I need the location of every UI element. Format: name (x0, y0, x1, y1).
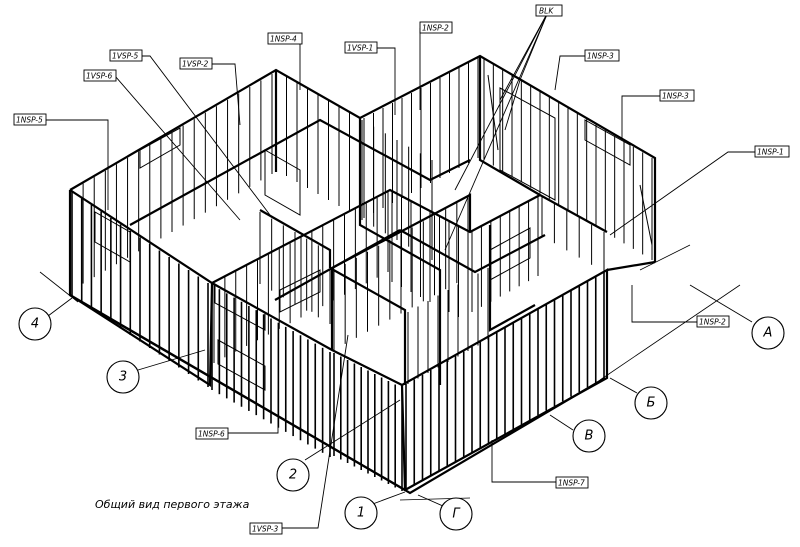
axis-3: 3 (106, 360, 140, 394)
axis-g: Г (439, 497, 473, 531)
tag-vsp-3: 1VSP-3 (249, 522, 283, 535)
svg-text:1: 1 (357, 506, 365, 521)
svg-text:3: 3 (119, 370, 127, 385)
tag-nsp-2-right: 1NSP-2 (696, 315, 730, 328)
tag-vsp-5: 1VSP-5 (109, 49, 143, 62)
axis-a: А (751, 316, 785, 350)
svg-text:1VSP-1: 1VSP-1 (347, 44, 373, 53)
axis-2: 2 (276, 458, 310, 492)
tag-nsp-5: 1NSP-5 (13, 113, 47, 126)
tag-nsp-7: 1NSP-7 (555, 476, 589, 489)
svg-text:BLK: BLK (539, 7, 554, 16)
svg-text:1NSP-6: 1NSP-6 (198, 430, 225, 439)
svg-text:1VSP-3: 1VSP-3 (252, 525, 278, 534)
svg-text:1NSP-1: 1NSP-1 (757, 148, 784, 157)
tag-nsp-4: 1NSP-4 (267, 32, 303, 45)
window-openings (94, 74, 653, 391)
svg-text:Г: Г (452, 507, 461, 522)
svg-text:1NSP-3: 1NSP-3 (587, 52, 614, 61)
tag-vsp-2: 1VSP-2 (179, 57, 213, 70)
svg-text:1NSP-7: 1NSP-7 (558, 479, 585, 488)
tag-nsp-2-top: 1NSP-2 (419, 21, 453, 34)
axis-1: 1 (344, 496, 378, 530)
svg-text:1NSP-5: 1NSP-5 (16, 116, 43, 125)
svg-text:2: 2 (289, 468, 297, 483)
svg-text:4: 4 (31, 317, 39, 332)
svg-text:А: А (763, 326, 773, 341)
svg-text:В: В (585, 429, 594, 444)
axis-markers: 4 3 2 1 Г В Б А (18, 307, 785, 531)
tag-nsp-6: 1NSP-6 (195, 427, 229, 440)
leader-lines (34, 11, 760, 529)
axis-b: Б (634, 386, 668, 420)
front-wall-studs (71, 192, 403, 491)
axis-v: В (572, 419, 606, 453)
svg-text:1NSP-4: 1NSP-4 (270, 35, 297, 44)
drawing-caption: Общий вид первого этажа (95, 498, 250, 511)
svg-text:1NSP-2: 1NSP-2 (422, 24, 449, 33)
svg-text:1VSP-6: 1VSP-6 (86, 72, 112, 81)
right-wall-studs (405, 272, 605, 490)
tag-nsp-3-right: 1NSP-3 (659, 89, 695, 102)
tag-vsp-1: 1VSP-1 (344, 41, 378, 54)
svg-text:1VSP-2: 1VSP-2 (182, 60, 208, 69)
wall-frame (68, 54, 657, 495)
axis-4: 4 (18, 307, 52, 341)
tag-vsp-6: 1VSP-6 (83, 69, 117, 82)
svg-text:1NSP-3: 1NSP-3 (662, 92, 689, 101)
tag-nsp-1: 1NSP-1 (754, 145, 790, 158)
tag-nsp-3-top: 1NSP-3 (584, 49, 620, 62)
component-tags: BLK 1NSP-2 1NSP-4 1VSP-1 1VSP-5 1NSP-3 1… (13, 4, 790, 535)
svg-text:1NSP-2: 1NSP-2 (699, 318, 726, 327)
interior-wall-studs (213, 70, 605, 384)
svg-text:Б: Б (647, 396, 656, 411)
svg-text:1VSP-5: 1VSP-5 (112, 52, 138, 61)
tag-blk: BLK (535, 4, 563, 17)
